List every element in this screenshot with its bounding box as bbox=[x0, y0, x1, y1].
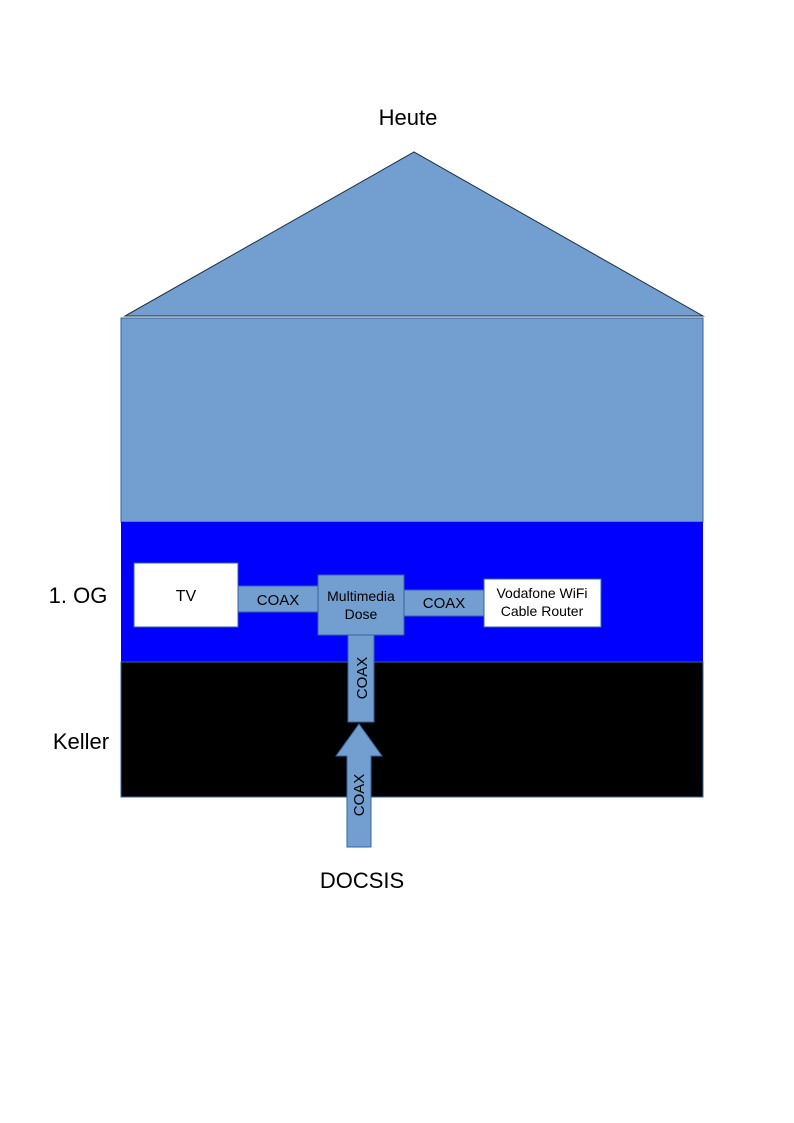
coax-cable-router bbox=[403, 589, 485, 617]
source-label: DOCSIS bbox=[320, 868, 404, 893]
coax-label-router: COAX bbox=[423, 595, 466, 612]
floor-label-keller: Keller bbox=[53, 729, 109, 754]
incoming-arrow bbox=[335, 723, 383, 848]
tv-box bbox=[133, 562, 239, 628]
coax-cable-tv bbox=[237, 585, 319, 613]
floor-label-1og: 1. OG bbox=[49, 583, 108, 608]
floor-keller bbox=[120, 661, 704, 798]
outlet-label-line2: Dose bbox=[345, 606, 378, 622]
router-label-line2: Cable Router bbox=[501, 603, 584, 619]
router-label-line1: Vodafone WiFi bbox=[496, 585, 587, 601]
multimedia-outlet bbox=[317, 574, 405, 636]
diagram-title: Heute bbox=[379, 105, 438, 130]
coax-label-incoming: COAX bbox=[351, 774, 368, 817]
outlet-label-line1: Multimedia bbox=[327, 588, 395, 604]
house-roof bbox=[123, 151, 705, 317]
house-upper-floor bbox=[120, 317, 704, 523]
router-box bbox=[483, 578, 602, 628]
coax-cable-down bbox=[347, 634, 375, 723]
coax-label-down: COAX bbox=[354, 657, 371, 700]
tv-label: TV bbox=[176, 588, 197, 605]
coax-label-tv: COAX bbox=[257, 592, 300, 609]
